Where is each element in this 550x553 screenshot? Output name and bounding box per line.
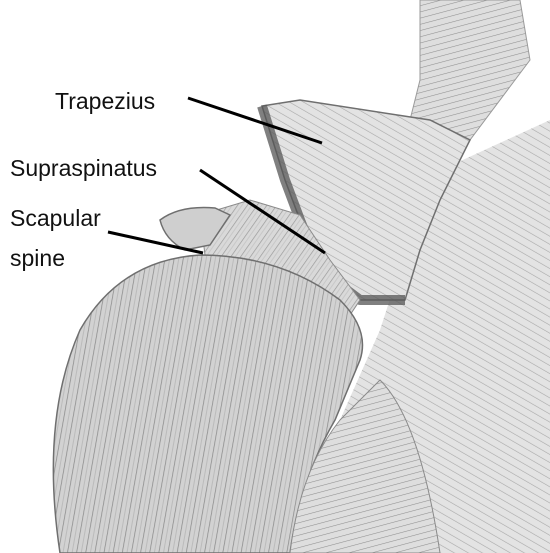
scapular-spine (159, 206, 232, 251)
trapezius-label: Trapezius (55, 88, 156, 114)
trapezius-leader-line (187, 96, 323, 145)
scapular-spine-label-line1: Scapular (10, 205, 101, 231)
scapular-spine-leader-line (107, 230, 204, 255)
upper-arm (289, 379, 441, 553)
supraspinatus-leader-line (199, 168, 326, 255)
scapular-spine-label-line2: spine (10, 245, 65, 271)
supraspinatus-label: Supraspinatus (10, 155, 158, 181)
deltoid-muscle (52, 254, 364, 553)
